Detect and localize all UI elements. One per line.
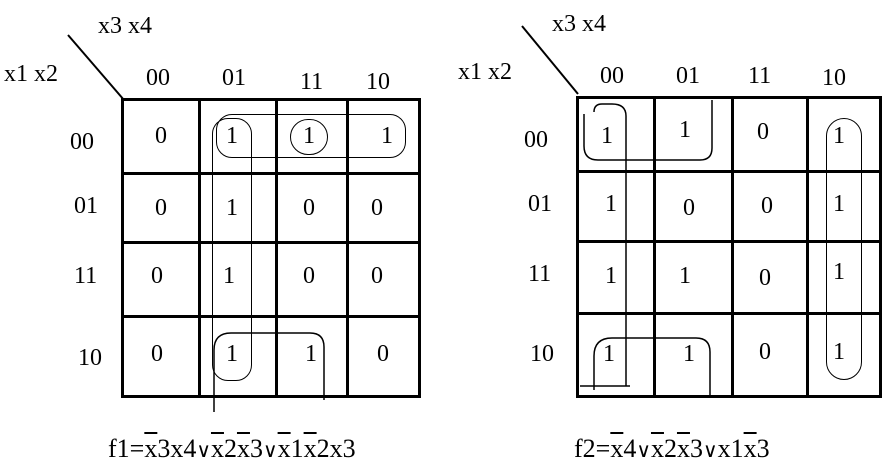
right-group-column-10 <box>826 118 862 380</box>
right-cell: 1 <box>601 122 613 149</box>
left-grid-line <box>121 241 421 244</box>
left-col-header-11: 11 <box>300 69 324 95</box>
right-grid-line <box>653 96 656 398</box>
right-cell: 0 <box>759 264 771 291</box>
right-formula: f2=x4∨x2x3∨x1x3 <box>574 434 770 463</box>
left-grid-line <box>121 172 421 175</box>
right-cell: 1 <box>833 190 845 217</box>
left-row-header-11: 11 <box>74 263 98 289</box>
right-row-header-01: 01 <box>528 191 552 217</box>
right-cell: 0 <box>761 192 773 219</box>
right-row-header-11: 11 <box>528 261 552 287</box>
right-cell: 1 <box>683 340 695 367</box>
right-cell: 1 <box>679 116 691 143</box>
right-grid-line <box>576 240 882 243</box>
left-col-header-00: 00 <box>146 65 170 91</box>
right-cell: 1 <box>679 262 691 289</box>
right-cell: 0 <box>683 194 695 221</box>
right-cell: 0 <box>757 118 769 145</box>
right-col-header-11: 11 <box>748 63 772 89</box>
left-cell: 0 <box>371 262 383 289</box>
left-grid-line <box>121 315 421 318</box>
right-grid-line <box>576 170 882 173</box>
right-cell: 1 <box>833 338 845 365</box>
right-cell: 1 <box>605 190 617 217</box>
left-grid-line <box>198 98 201 398</box>
right-col-header-10: 10 <box>822 65 846 91</box>
right-grid-line <box>731 96 734 398</box>
left-formula: f1=x3x4∨x2x3∨x1x2x3 <box>108 434 356 463</box>
left-col-vars-label: x3 x4 <box>98 13 152 39</box>
right-grid <box>576 96 882 398</box>
left-cell: 0 <box>155 194 167 221</box>
left-group-column-01 <box>212 118 252 381</box>
right-cell: 1 <box>603 340 615 367</box>
right-grid-line <box>576 312 882 315</box>
left-grid-line <box>275 98 278 398</box>
right-grid-line <box>806 96 809 398</box>
left-row-header-00: 00 <box>70 129 94 155</box>
left-cell: 1 <box>305 340 317 367</box>
left-row-header-01: 01 <box>74 193 98 219</box>
right-cell: 1 <box>605 262 617 289</box>
right-col-header-01: 01 <box>676 63 700 89</box>
right-row-vars-label: x1 x2 <box>458 59 512 85</box>
right-row-header-00: 00 <box>524 127 548 153</box>
right-col-header-00: 00 <box>600 63 624 89</box>
left-col-header-01: 01 <box>222 65 246 91</box>
left-cell: 0 <box>151 340 163 367</box>
left-cell: 1 <box>223 262 235 289</box>
left-group-row-00 <box>216 114 406 158</box>
right-cell: 1 <box>833 258 845 285</box>
left-cell: 0 <box>377 340 389 367</box>
left-cell: 1 <box>226 194 238 221</box>
left-cell: 0 <box>303 262 315 289</box>
right-row-header-10: 10 <box>530 341 554 367</box>
right-col-vars-label: x3 x4 <box>552 11 606 37</box>
left-grid <box>121 98 421 398</box>
left-cell: 0 <box>303 194 315 221</box>
left-row-header-10: 10 <box>78 345 102 371</box>
left-group-cell-11 <box>290 119 328 155</box>
right-cell: 0 <box>759 338 771 365</box>
left-cell: 0 <box>371 194 383 221</box>
left-cell: 0 <box>155 122 167 149</box>
left-row-vars-label: x1 x2 <box>4 61 58 87</box>
left-grid-line <box>346 98 349 398</box>
left-cell: 0 <box>151 262 163 289</box>
left-col-header-10: 10 <box>366 69 390 95</box>
left-cell: 1 <box>226 340 238 367</box>
